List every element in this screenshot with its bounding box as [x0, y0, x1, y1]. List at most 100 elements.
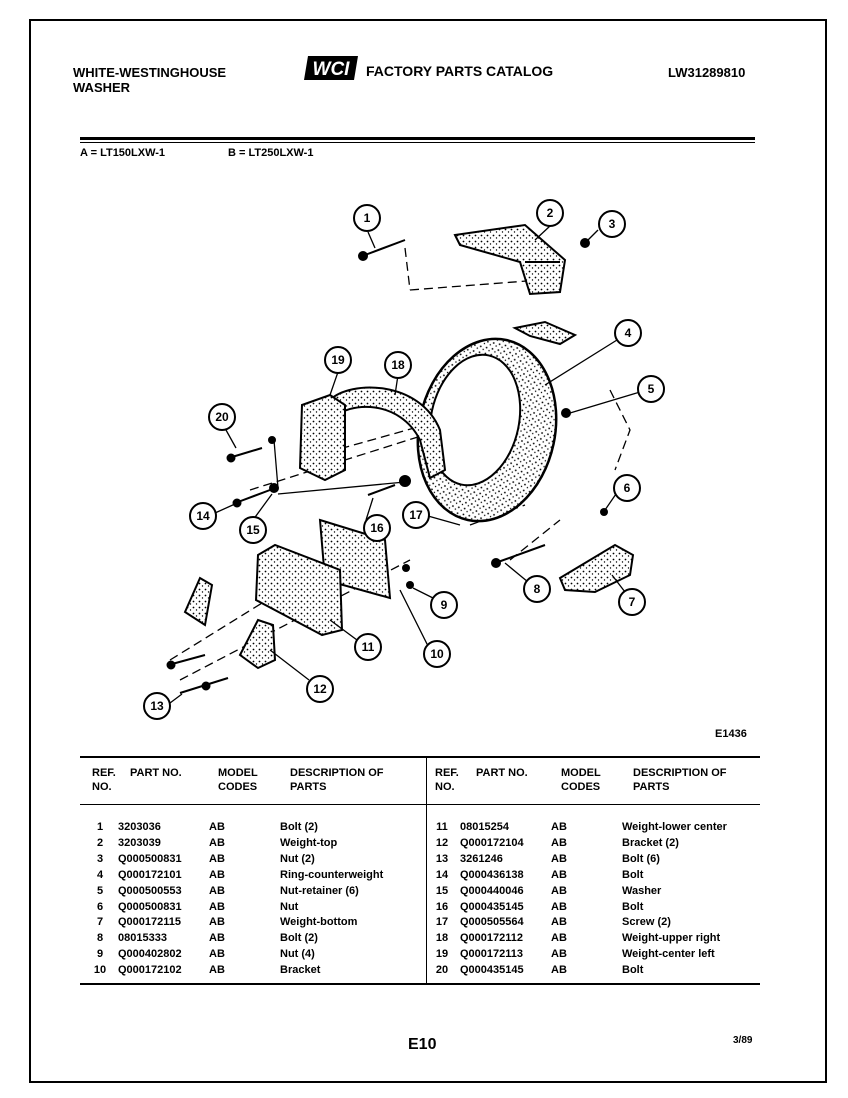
- header-description: DESCRIPTION OF PARTS: [290, 767, 384, 793]
- document-number: LW31289810: [668, 65, 746, 80]
- part-nut-small: [600, 508, 608, 516]
- part-bolt-14: [237, 489, 271, 503]
- part-bolt: [358, 239, 406, 261]
- svg-text:11: 11: [362, 640, 375, 654]
- product-type: WASHER: [73, 80, 131, 95]
- svg-text:9: 9: [441, 598, 448, 612]
- part-ring-counterweight: [416, 320, 578, 523]
- part-bolt-8: [491, 544, 546, 568]
- callout-10: 10: [423, 640, 451, 668]
- page-frame: [29, 19, 827, 1083]
- callout-9: 9: [430, 591, 458, 619]
- wci-logo: WCI: [304, 56, 358, 80]
- svg-text:WCI: WCI: [313, 59, 351, 80]
- callout-2: 2: [536, 199, 564, 227]
- table-header-rule: [80, 804, 760, 805]
- part-weight-upper-right: [329, 386, 447, 480]
- part-nut-9a: [402, 564, 410, 572]
- header-part-no: PART NO.: [130, 767, 182, 779]
- svg-text:12: 12: [313, 682, 327, 696]
- part-weight-bottom: [558, 543, 635, 594]
- part-bolt-16: [367, 484, 396, 496]
- brand-block: WHITE-WESTINGHOUSE WASHER: [73, 65, 226, 95]
- svg-text:14: 14: [196, 509, 210, 523]
- header-ref-no: REF. NO.: [92, 767, 116, 793]
- callout-19: 19: [324, 346, 352, 374]
- svg-text:8: 8: [534, 582, 541, 596]
- callout-17: 17: [402, 501, 430, 529]
- svg-text:4: 4: [625, 326, 632, 340]
- callout-14: 14: [189, 502, 217, 530]
- part-bolt-13a: [171, 654, 206, 665]
- svg-text:7: 7: [629, 595, 636, 609]
- header-ref-no-right: REF. NO.: [435, 767, 459, 793]
- part-weight-center-left: [298, 393, 346, 482]
- header-rule: [80, 137, 755, 140]
- callout-12: 12: [306, 675, 334, 703]
- callout-1: 1: [353, 204, 381, 232]
- model-code-b: B = LT250LXW-1: [228, 147, 314, 159]
- callout-13: 13: [143, 692, 171, 720]
- svg-text:10: 10: [430, 647, 444, 661]
- part-nut: [580, 238, 590, 248]
- callout-7: 7: [618, 588, 646, 616]
- callout-18: 18: [384, 351, 412, 379]
- svg-text:13: 13: [150, 699, 164, 713]
- svg-text:17: 17: [409, 508, 423, 522]
- part-nut-9b: [406, 581, 414, 589]
- callout-8: 8: [523, 575, 551, 603]
- svg-text:3: 3: [609, 217, 616, 231]
- header-rule-thin: [80, 142, 755, 143]
- page-number: E10: [408, 1036, 437, 1053]
- part-bolt-20: [231, 447, 263, 458]
- svg-text:20: 20: [215, 410, 229, 424]
- header-part-no-right: PART NO.: [476, 767, 528, 779]
- part-nut-retainer: [561, 408, 571, 418]
- catalog-title: FACTORY PARTS CATALOG: [366, 63, 554, 79]
- header-description-right: DESCRIPTION OF PARTS: [633, 767, 727, 793]
- figure-reference: E1436: [715, 728, 747, 740]
- header-model-codes: MODEL CODES: [218, 767, 258, 793]
- part-washer: [269, 483, 279, 493]
- table-bottom-rule: [80, 983, 760, 985]
- svg-text:6: 6: [624, 481, 631, 495]
- svg-text:1: 1: [364, 211, 371, 225]
- part-bracket-small: [238, 618, 277, 670]
- callout-20: 20: [208, 403, 236, 431]
- svg-text:16: 16: [370, 521, 384, 535]
- svg-text:15: 15: [246, 523, 260, 537]
- callout-6: 6: [613, 474, 641, 502]
- callout-5: 5: [637, 375, 665, 403]
- svg-text:19: 19: [331, 353, 345, 367]
- part-weight-top: [453, 223, 567, 296]
- callout-16: 16: [363, 514, 391, 542]
- callout-3: 3: [598, 210, 626, 238]
- part-weight-lower-center: [254, 543, 344, 637]
- callout-4: 4: [614, 319, 642, 347]
- table-divider: [426, 756, 427, 985]
- table-top-rule: [80, 756, 760, 758]
- revision-date: 3/89: [733, 1035, 753, 1046]
